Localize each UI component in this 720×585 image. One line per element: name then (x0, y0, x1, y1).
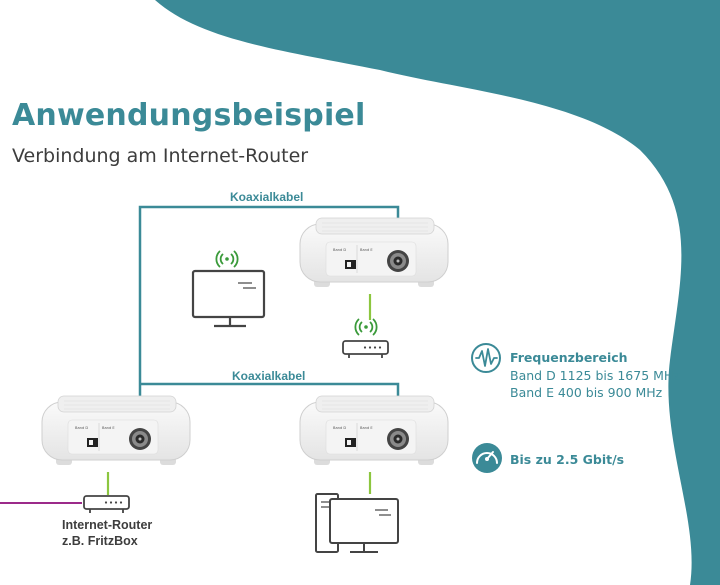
frequency-title: Frequenzbereich (510, 350, 628, 365)
page-title: Anwendungsbeispiel (12, 98, 366, 133)
internet-router-icon (83, 495, 130, 513)
router-label: Internet-Router z.B. FritzBox (62, 517, 152, 549)
adapter-label-band-e: Band E (360, 426, 373, 430)
cable-label-middle: Koaxialkabel (232, 369, 306, 383)
adapter-top-right: Band D Band E (299, 217, 449, 288)
adapter-label-band-d: Band D (75, 426, 88, 430)
page-subtitle: Verbindung am Internet-Router (12, 145, 309, 167)
adapter-bottom-right: Band D Band E (299, 395, 449, 466)
adapter-label-band-e: Band E (102, 426, 115, 430)
adapter-label-band-e: Band E (360, 248, 373, 252)
desktop-pc-icon (315, 493, 399, 553)
router-name: Internet-Router (62, 518, 153, 532)
cable-label-top: Koaxialkabel (230, 190, 304, 204)
adapter-label-band-d: Band D (333, 426, 346, 430)
wifi-icon (354, 318, 378, 336)
wave-icon (471, 343, 501, 373)
router-model: z.B. FritzBox (62, 534, 138, 548)
band-d-text: Band D 1125 bis 1675 MHz (510, 368, 680, 383)
background-shape (155, 0, 720, 585)
adapter-left: Band D Band E (41, 395, 191, 466)
tv-icon (191, 269, 266, 328)
band-e-text: Band E 400 bis 900 MHz (510, 385, 663, 400)
wifi-icon (215, 250, 239, 268)
adapter-label-band-d: Band D (333, 248, 346, 252)
speedometer-icon (472, 443, 502, 473)
speed-text: Bis zu 2.5 Gbit/s (510, 452, 625, 467)
network-device-top (342, 340, 389, 358)
